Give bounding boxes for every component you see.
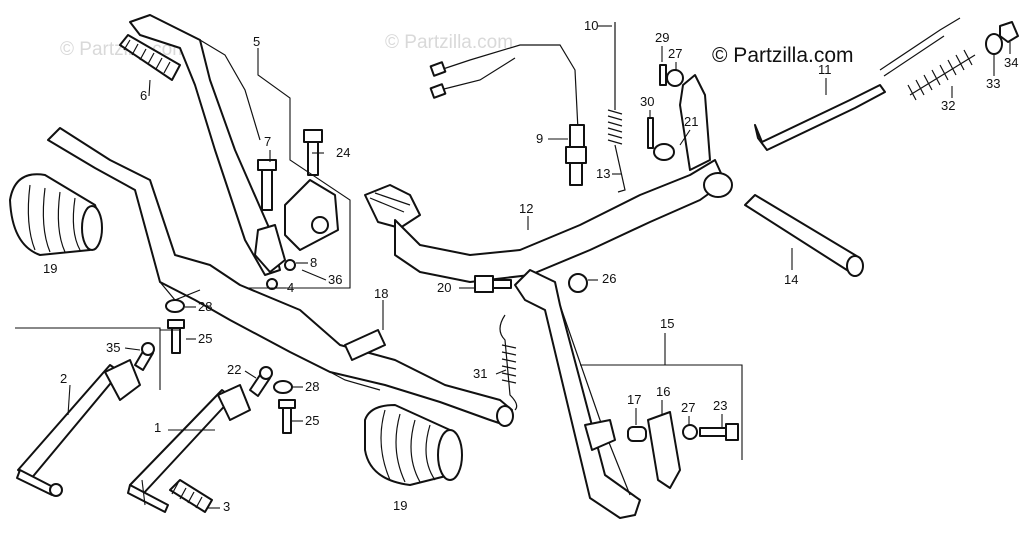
spring-32	[907, 49, 976, 101]
bolt-20	[474, 275, 512, 293]
callout-4: 4	[287, 280, 294, 295]
callout-7: 7	[264, 134, 271, 149]
callout-31: 31	[473, 366, 487, 381]
callout-28-upper: 28	[198, 299, 212, 314]
shaft-14	[744, 194, 864, 277]
collar-17	[627, 426, 647, 442]
callout-15: 15	[660, 316, 674, 331]
callout-19-right: 19	[393, 498, 407, 513]
callout-25-upper: 25	[198, 331, 212, 346]
callout-10: 10	[584, 18, 598, 33]
callout-29: 29	[655, 30, 669, 45]
callout-1: 1	[154, 420, 161, 435]
washer-4	[266, 278, 278, 290]
watermark-2: © Partzilla.com	[385, 32, 513, 53]
plate-18	[344, 329, 386, 361]
ring-21	[653, 143, 675, 161]
rubber-3	[169, 479, 213, 513]
callout-8: 8	[310, 255, 317, 270]
bracket-5	[129, 14, 281, 276]
washer-33	[985, 33, 1003, 55]
callout-labels: 1 2 3 4 5 6 7 8 9 10 11 12 13 14 15 16 1…	[43, 18, 1018, 514]
callout-28-lower: 28	[305, 379, 319, 394]
arm-1	[127, 384, 251, 513]
callout-12: 12	[519, 201, 533, 216]
callout-9: 9	[536, 131, 543, 146]
bolt-23	[699, 423, 739, 441]
pin-30	[647, 117, 654, 149]
callout-34: 34	[1004, 55, 1018, 70]
callout-14: 14	[784, 272, 798, 287]
callout-26: 26	[602, 271, 616, 286]
callout-23: 23	[713, 398, 727, 413]
callout-11: 11	[818, 62, 832, 77]
callout-33: 33	[986, 76, 1000, 91]
bolt-29	[659, 64, 667, 86]
callout-24: 24	[336, 145, 350, 160]
callout-5: 5	[253, 34, 260, 49]
copyright-label: © Partzilla.com	[712, 44, 854, 67]
main-step-bar	[47, 127, 514, 427]
bolt-35	[134, 342, 155, 371]
callout-21: 21	[684, 114, 698, 129]
nut-28-lower	[273, 380, 293, 394]
stand-15	[514, 269, 641, 519]
bracket-16	[647, 411, 681, 489]
nut-26	[568, 273, 588, 293]
callout-30: 30	[640, 94, 654, 109]
callout-19-left: 19	[43, 261, 57, 276]
rubber-6	[119, 34, 181, 81]
callout-16: 16	[656, 384, 670, 399]
bolt-7	[257, 159, 277, 211]
switch-9	[429, 44, 587, 186]
callout-27-top: 27	[668, 46, 682, 61]
footpeg-rubber-19-right	[364, 404, 463, 486]
nut-34	[999, 21, 1019, 43]
callout-36: 36	[328, 272, 342, 287]
callout-2: 2	[60, 371, 67, 386]
spring-31	[499, 314, 518, 411]
callout-6: 6	[140, 88, 147, 103]
bolt-22	[249, 366, 273, 397]
callout-13: 13	[596, 166, 610, 181]
bolt-25-upper	[167, 319, 185, 354]
leader-lines	[15, 48, 743, 506]
bolt-25-lower	[278, 399, 296, 434]
brake-pedal-12	[364, 74, 733, 283]
callout-25-lower: 25	[305, 413, 319, 428]
callout-27-bottom: 27	[681, 400, 695, 415]
spring-10	[607, 22, 626, 193]
washer-27-bottom	[682, 424, 698, 440]
clamp-bracket	[254, 179, 339, 273]
callout-3: 3	[223, 499, 230, 514]
callout-35: 35	[106, 340, 120, 355]
rod-11	[754, 17, 961, 151]
washer-27-top	[666, 69, 684, 87]
callout-20: 20	[437, 280, 451, 295]
callout-18: 18	[374, 286, 388, 301]
callout-32: 32	[941, 98, 955, 113]
callout-leaders	[67, 25, 1011, 509]
footpeg-rubber-19-left	[9, 173, 103, 256]
nut-28-upper	[165, 299, 185, 313]
washer-8	[284, 259, 296, 271]
callout-22: 22	[227, 362, 241, 377]
callout-17: 17	[627, 392, 641, 407]
arm-2	[16, 359, 141, 497]
